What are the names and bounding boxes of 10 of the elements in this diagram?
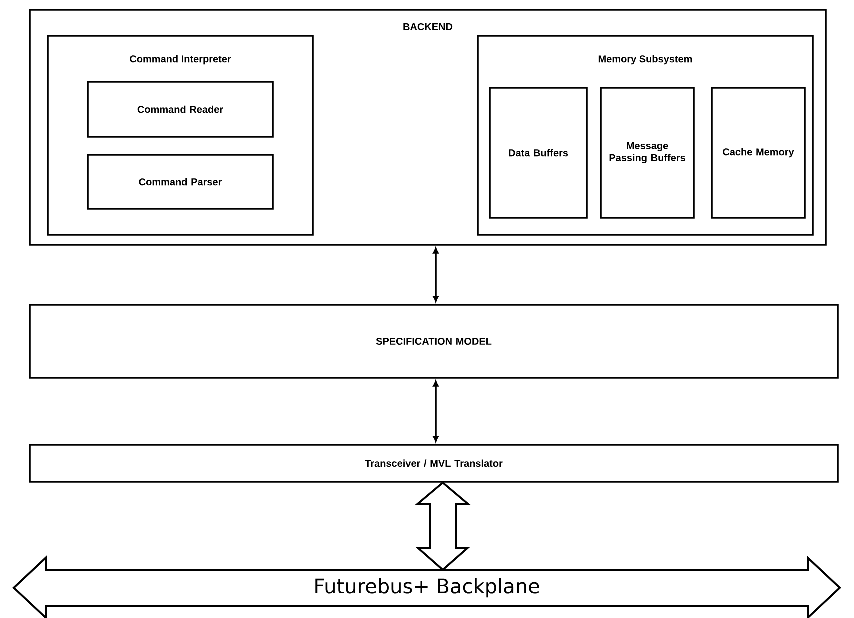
component-box: Command Reader — [87, 81, 274, 138]
arrow — [433, 380, 439, 442]
arrow — [415, 482, 471, 572]
arrow — [433, 248, 439, 302]
component-box: Data Buffers — [489, 87, 588, 219]
component-box: Command Parser — [87, 154, 274, 210]
component-box: Message Passing Buffers — [600, 87, 695, 219]
module-box: Transceiver / MVL Translator — [29, 444, 839, 483]
component-box: Cache Memory — [711, 87, 806, 219]
module-box: SPECIFICATION MODEL — [29, 304, 839, 379]
